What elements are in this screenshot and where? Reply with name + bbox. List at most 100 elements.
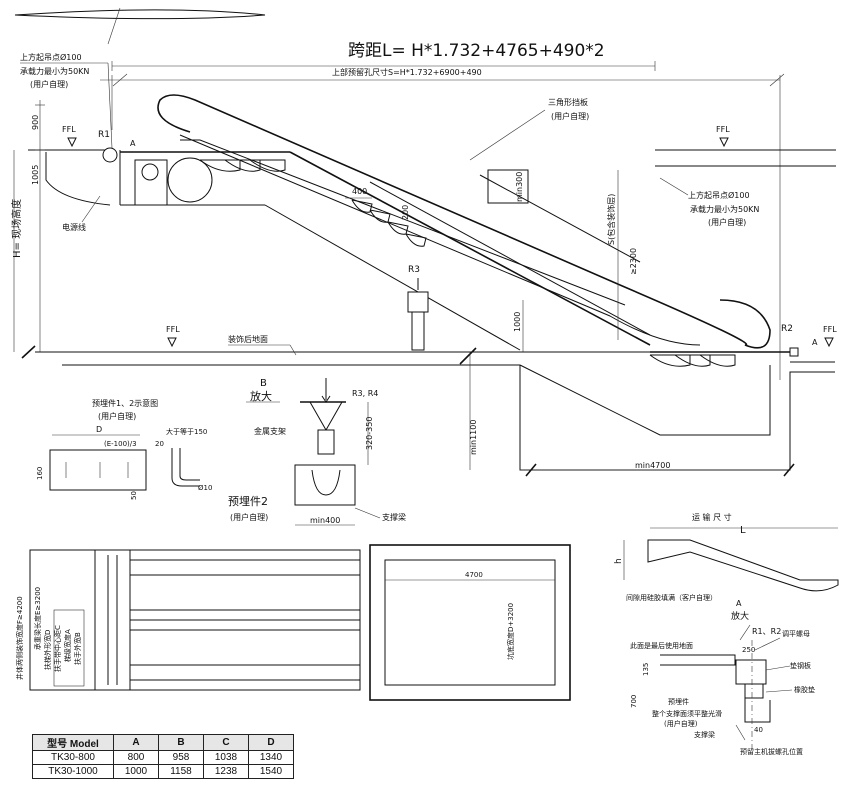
top-break-curve [14,7,266,45]
svg-text:运 输 尺 寸: 运 输 尺 寸 [692,512,732,522]
ffl-lower-right: FFL [823,325,837,334]
svg-text:Ø10: Ø10 [198,484,212,492]
table-cell: 800 [113,750,159,765]
svg-text:R1、R2: R1、R2 [752,627,781,636]
table-header: A [113,734,159,751]
svg-text:扶手带中心距C: 扶手带中心距C [53,625,62,672]
svg-text:整个支撑面须平整光滑: 整个支撑面须平整光滑 [652,709,722,718]
svg-text:梯级宽度A: 梯级宽度A [63,629,72,662]
span-title: 跨距L= H*1.732+4765+490*2 [348,41,605,61]
svg-text:A: A [736,599,742,608]
svg-text:预埋件: 预埋件 [668,697,689,706]
table-row: TK30-1000 1000 1158 1238 1540 [32,764,294,779]
svg-text:R3, R4: R3, R4 [352,389,378,398]
a-lower-label: A [812,338,818,347]
svg-text:250: 250 [742,646,755,654]
triangle-guard-label: 三角形挡板 [548,97,588,107]
svg-text:预埋件1、2示意图: 预埋件1、2示意图 [92,398,158,408]
svg-text:放大: 放大 [250,389,272,403]
svg-text:320-350: 320-350 [365,417,374,450]
svg-text:放大: 放大 [731,610,749,622]
lift-point-right-l3: (用户自理) [708,217,746,227]
table-cell: 1038 [203,750,249,765]
table-cell: TK30-800 [32,750,114,765]
svg-text:H= 现场高度: H= 现场高度 [10,199,23,258]
svg-text:橡胶垫: 橡胶垫 [794,685,815,694]
svg-text:(用户自理): (用户自理) [230,512,268,522]
svg-text:预埋件2: 预埋件2 [228,495,268,508]
svg-text:此面是最后使用地面: 此面是最后使用地面 [630,641,693,650]
svg-text:调平螺母: 调平螺母 [782,629,810,638]
left-dims: 900 1005 H= 现场高度 [10,100,45,353]
top-opening-dim: 上部预留孔尺寸S=H*1.732+6900+490 [100,61,785,380]
table-cell: 1540 [248,764,294,779]
table-cell: 1340 [248,750,294,765]
svg-text:上部预留孔尺寸S=H*1.732+6900+490: 上部预留孔尺寸S=H*1.732+6900+490 [332,67,482,77]
svg-text:160: 160 [36,467,44,480]
power-line-label: 电源线 [62,222,86,232]
svg-text:(用户自理): (用户自理) [30,79,68,89]
svg-text:垫钢板: 垫钢板 [790,661,811,670]
svg-text:支撑梁: 支撑梁 [694,730,715,739]
svg-text:50: 50 [130,491,138,500]
svg-text:坑底宽度D+3200: 坑底宽度D+3200 [506,603,515,660]
table-cell: 1158 [158,764,204,779]
svg-text:40: 40 [754,726,763,734]
svg-text:4700: 4700 [465,571,483,579]
a-upper-label: A [130,139,136,148]
pit-plan: 4700 坑底宽度D+3200 [369,544,571,701]
svg-text:大于等于150: 大于等于150 [166,427,207,436]
ffl-lower-left: FFL [166,325,180,334]
table-header: C [203,734,249,751]
min1100-dim: min1100 [469,420,478,455]
transport-shape: 运 输 尺 寸 L h [614,512,839,592]
min4700-dim: min4700 [635,461,670,470]
svg-text:min400: min400 [310,516,340,525]
svg-text:B: B [260,378,267,389]
table-header: D [248,734,294,751]
ffl-upper-right: FFL [716,125,730,134]
table-header: B [158,734,204,751]
detail-b: B 放大 R3, R4 金属支架 预埋件2 (用户自理) 支撑梁 320-350… [228,378,406,526]
table-cell: TK30-1000 [32,764,114,779]
s-decor-dim: S(包含装饰层) [606,194,616,245]
svg-text:支撑梁: 支撑梁 [382,512,406,522]
svg-text:900: 900 [31,115,40,130]
dim-200: 200 [401,205,410,220]
lift-point-right-l2: 承载力最小为50KN [690,204,759,214]
svg-text:预留主机拔螺孔位置: 预留主机拔螺孔位置 [740,747,803,756]
table-header-row: 型号 Model A B C D [32,734,294,751]
triangle-guard-note: (用户自理) [551,111,589,121]
dim-400: 400 [352,187,367,196]
table-cell: 1000 [113,764,159,779]
ffl-upper-left: FFL [62,125,76,134]
lift-point-top-note: 上方起吊点Ø100 承载力最小为50KN (用户自理) [20,52,113,149]
plan-view: 井体两侧装饰宽度F≥4200 承重梁长度E≥3200 扶梯外形宽D 扶手带中心距… [15,549,361,691]
svg-text:D: D [96,425,102,434]
dim-1000: 1000 [513,312,522,332]
embed-sketch: 预埋件1、2示意图 (用户自理) D (E-100)/3 160 50 20 大… [36,398,212,500]
r1-label: R1 [98,130,110,140]
lift-point-right-l1: 上方起吊点Ø100 [688,190,750,200]
r2-label: R2 [781,324,793,334]
svg-text:20: 20 [155,440,164,448]
svg-text:135: 135 [642,663,650,676]
svg-text:承载力最小为50KN: 承载力最小为50KN [20,66,89,76]
svg-text:承重梁长度E≥3200: 承重梁长度E≥3200 [33,587,42,650]
min300-dim: min300 [515,172,524,202]
svg-text:h: h [614,558,624,564]
finished-floor-label: 装饰后地面 [228,334,268,344]
svg-text:扶梯外形宽D: 扶梯外形宽D [43,630,52,670]
table-cell: 1238 [203,764,249,779]
r3-label: R3 [408,265,420,275]
svg-text:间隙用硅胶填满（客户自理）: 间隙用硅胶填满（客户自理） [626,593,717,602]
svg-text:金属支架: 金属支架 [254,426,286,436]
table-header: 型号 Model [32,734,114,751]
escalator-truss [120,94,790,367]
lower-floor [21,345,835,471]
svg-text:L: L [740,525,746,536]
model-spec-table: 型号 Model A B C D TK30-800 800 958 1038 1… [32,734,294,779]
svg-text:井体两侧装饰宽度F≥4200: 井体两侧装饰宽度F≥4200 [15,596,24,680]
svg-text:(用户自理): (用户自理) [98,411,136,421]
